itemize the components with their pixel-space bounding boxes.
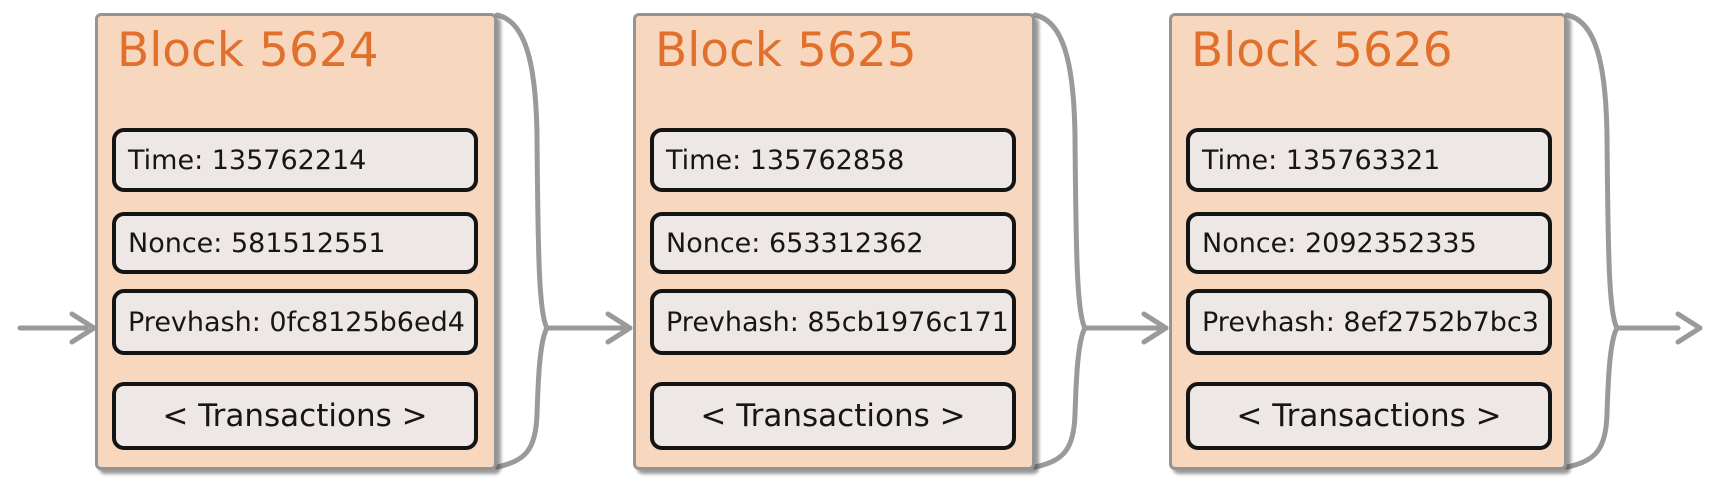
arrow-head-icon <box>69 311 97 345</box>
block-title: Block 5624 <box>117 23 379 78</box>
prevhash-field: Prevhash: 8ef2752b7bc3 <box>1186 289 1552 355</box>
arrow-head-icon <box>1141 311 1169 345</box>
time-field: Time: 135762858 <box>650 128 1016 192</box>
prevhash-field: Prevhash: 0fc8125b6ed4 <box>112 289 478 355</box>
block-title: Block 5626 <box>1191 23 1453 78</box>
transactions-button[interactable]: < Transactions > <box>1186 382 1552 450</box>
brace <box>1032 12 1088 470</box>
brace <box>494 12 550 470</box>
block-title: Block 5625 <box>655 23 917 78</box>
time-field: Time: 135762214 <box>112 128 478 192</box>
prevhash-field: Prevhash: 85cb1976c171 <box>650 289 1016 355</box>
nonce-field: Nonce: 2092352335 <box>1186 212 1552 274</box>
transactions-button[interactable]: < Transactions > <box>112 382 478 450</box>
block-card-5625: Block 5625 Time: 135762858 Nonce: 653312… <box>633 13 1035 470</box>
block-card-5624: Block 5624 Time: 135762214 Nonce: 581512… <box>95 13 497 470</box>
hash-brace-connector-1 <box>494 12 633 470</box>
nonce-field: Nonce: 653312362 <box>650 212 1016 274</box>
block-card-5626: Block 5626 Time: 135763321 Nonce: 209235… <box>1169 13 1567 470</box>
time-field: Time: 135763321 <box>1186 128 1552 192</box>
hash-brace-connector-3 <box>1564 12 1703 470</box>
transactions-button[interactable]: < Transactions > <box>650 382 1016 450</box>
arrow-head-icon <box>605 311 633 345</box>
incoming-hash-arrow <box>17 311 97 345</box>
nonce-field: Nonce: 581512551 <box>112 212 478 274</box>
hash-brace-connector-2 <box>1032 12 1169 470</box>
brace <box>1564 12 1620 470</box>
arrow-head-icon <box>1675 311 1703 345</box>
